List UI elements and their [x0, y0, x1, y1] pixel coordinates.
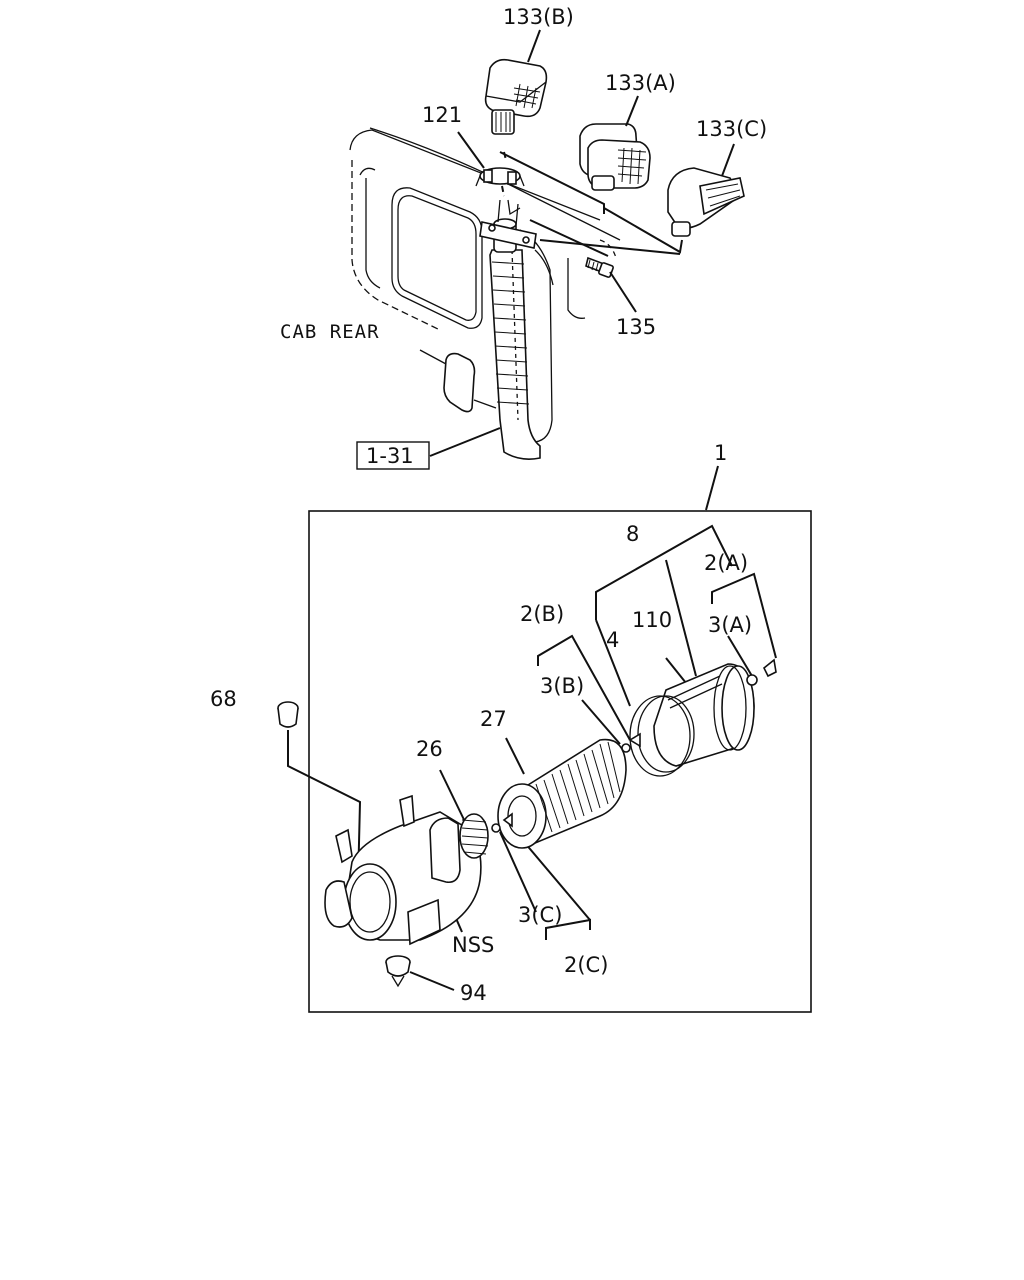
- label-135: 135: [616, 315, 656, 339]
- part-121-clamp: [475, 167, 525, 187]
- label-133b: 133(B): [503, 5, 574, 29]
- part-94-valve: [385, 955, 411, 988]
- label-68: 68: [210, 687, 237, 711]
- upper-leader-lines: [429, 29, 735, 457]
- label-cab-rear: CAB REAR: [280, 321, 380, 343]
- part-135-bolt: [585, 256, 614, 278]
- wing-nuts-and-washers: [491, 658, 777, 833]
- label-4: 4: [606, 628, 619, 652]
- lower-leader-lines: [287, 465, 777, 991]
- label-133a: 133(A): [605, 71, 676, 95]
- part-68-indicator: [277, 701, 299, 728]
- label-133c: 133(C): [696, 117, 767, 141]
- label-121: 121: [422, 103, 462, 127]
- part-110-cover: [653, 663, 755, 767]
- label-26: 26: [416, 737, 443, 761]
- label-2c: 2(C): [564, 953, 608, 977]
- label-27: 27: [480, 707, 507, 731]
- label-8: 8: [626, 522, 639, 546]
- label-110: 110: [632, 608, 672, 632]
- label-3a: 3(A): [708, 613, 752, 637]
- part-133a-precleaner: [579, 123, 651, 191]
- label-2b: 2(B): [520, 602, 564, 626]
- part-4-gasket-ring: [629, 695, 695, 777]
- label-ref-1-31: 1-31: [366, 444, 414, 468]
- label-nss: NSS: [452, 933, 494, 957]
- cab-rear-outline: [349, 127, 621, 443]
- label-3b: 3(B): [540, 674, 584, 698]
- ref-box-1-31: [356, 441, 430, 470]
- part-27-filter-element: [497, 738, 627, 849]
- label-3c: 3(C): [518, 903, 562, 927]
- air-cleaner-assembly-frame: [308, 510, 812, 1013]
- label-94: 94: [460, 981, 487, 1005]
- label-2a: 2(A): [704, 551, 748, 575]
- part-133b-rain-cap: [484, 58, 548, 135]
- intake-duct: [479, 199, 541, 460]
- part-133c-elbow: [667, 167, 745, 237]
- label-1: 1: [714, 441, 727, 465]
- air-cleaner-body: [324, 794, 489, 946]
